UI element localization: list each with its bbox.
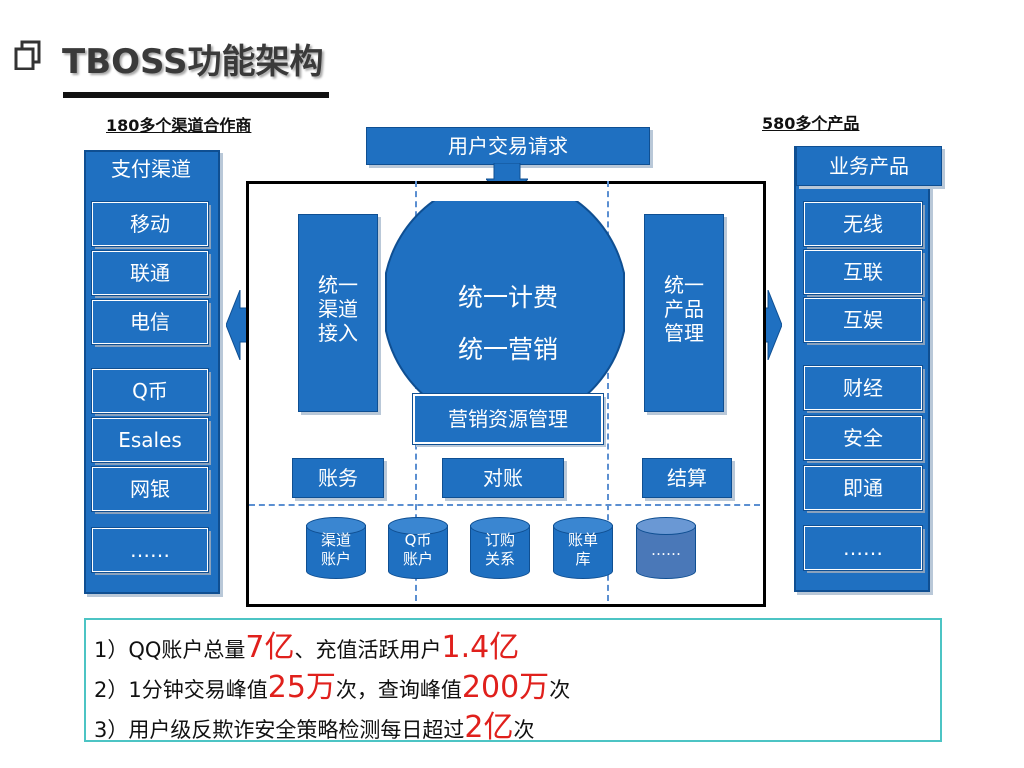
unified-billing-label: 统一计费 — [457, 283, 558, 312]
stats-value: 200万 — [461, 670, 550, 705]
stats-value: 7亿 — [245, 630, 295, 665]
database-label: Q币 账户 — [402, 531, 433, 568]
unified-product-management-label: 统一 产品 管理 — [664, 273, 704, 345]
stats-line-2: 2）1分钟交易峰值25万次，查询峰值200万次 — [94, 662, 570, 706]
stats-value: 25万 — [267, 670, 336, 705]
stats-text: 1）QQ账户总量 — [94, 638, 246, 662]
channel-item: 移动 — [91, 201, 209, 247]
stats-line-3: 3）用户级反欺诈安全策略检测每日超过2亿次 — [94, 702, 534, 746]
product-item: 互娱 — [803, 297, 923, 343]
user-request-box: 用户交易请求 — [366, 127, 650, 165]
product-item: 互联 — [803, 249, 923, 295]
stats-box: 1）QQ账户总量7亿、充值活跃用户1.4亿 2）1分钟交易峰值25万次，查询峰值… — [84, 618, 942, 745]
channel-item: Esales — [91, 417, 209, 463]
stats-text: 3）用户级反欺诈安全策略检测每日超过 — [94, 718, 465, 742]
product-item: 财经 — [803, 365, 923, 411]
channel-item: 联通 — [91, 250, 209, 296]
payment-channel-header: 支付渠道 — [111, 157, 191, 181]
page-title: TBOSS功能架构 — [62, 42, 324, 82]
database-label: …… — [651, 541, 681, 559]
channels-count-label: 180多个渠道合作商 — [106, 116, 252, 135]
copy-icon — [14, 40, 41, 70]
unified-channel-access-module: 统一 渠道 接入 — [298, 214, 378, 412]
dashed-divider — [249, 504, 760, 506]
stats-text: 次，查询峰值 — [335, 678, 462, 702]
product-item: 即通 — [803, 465, 923, 511]
stats-line-1: 1）QQ账户总量7亿、充值活跃用户1.4亿 — [94, 622, 519, 666]
database-label: 渠道 账户 — [320, 531, 351, 568]
dashed-divider — [607, 181, 609, 601]
accounting-box: 账务 — [292, 458, 384, 498]
product-item: 无线 — [803, 201, 923, 247]
database-cylinder: Q币 账户 — [388, 517, 448, 579]
database-cylinder: 账单 库 — [553, 517, 613, 579]
settlement-box: 结算 — [642, 458, 732, 498]
database-cylinder: 订购 关系 — [470, 517, 530, 579]
database-label: 订购 关系 — [484, 531, 515, 568]
unified-marketing-label: 统一营销 — [457, 335, 558, 364]
database-cylinder: …… — [636, 517, 696, 579]
channel-item: …… — [91, 527, 209, 573]
title-underline — [63, 92, 329, 98]
products-count-label: 580多个产品 — [762, 114, 860, 133]
product-item: 安全 — [803, 415, 923, 461]
channel-item: 网银 — [91, 466, 209, 512]
database-label: 账单 库 — [567, 531, 598, 568]
stats-text: 2）1分钟交易峰值 — [94, 678, 268, 702]
stats-text: 次 — [549, 678, 571, 702]
stats-text: 次 — [513, 718, 535, 742]
database-cylinder: 渠道 账户 — [306, 517, 366, 579]
channel-item: Q币 — [91, 368, 209, 414]
reconciliation-box: 对账 — [442, 458, 564, 498]
business-product-header: 业务产品 — [796, 146, 942, 186]
stats-value: 1.4亿 — [441, 630, 520, 665]
unified-channel-access-label: 统一 渠道 接入 — [318, 273, 358, 345]
marketing-resource-management-box: 营销资源管理 — [412, 393, 604, 445]
dashed-divider — [415, 181, 417, 601]
stats-text: 、充值活跃用户 — [294, 638, 442, 662]
unified-product-management-module: 统一 产品 管理 — [644, 214, 724, 412]
product-item: …… — [803, 525, 923, 571]
channel-item: 电信 — [91, 299, 209, 345]
stats-value: 2亿 — [464, 710, 514, 745]
